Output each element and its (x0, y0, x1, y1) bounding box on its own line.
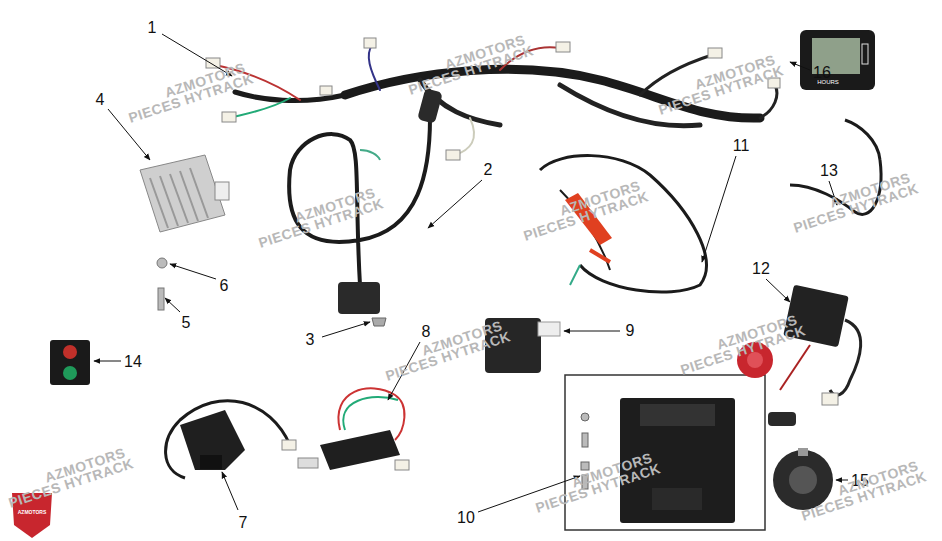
battery-kit (565, 375, 765, 530)
callout-number: 1 (148, 20, 157, 36)
logo-text: AZMOTORS (18, 510, 47, 515)
regulator-rectifier (140, 155, 229, 232)
callout-number: 5 (182, 315, 191, 331)
alarm-kit (737, 285, 861, 426)
callout-number: 9 (626, 323, 635, 339)
callout-number: 7 (239, 515, 248, 531)
hour-meter (800, 30, 875, 90)
leader-lines (94, 34, 848, 512)
handlebar-switch (166, 401, 296, 478)
callout-number: 14 (124, 354, 142, 370)
callout-number: 3 (306, 332, 315, 348)
callout-number: 2 (484, 162, 493, 178)
callout-number: 12 (752, 261, 770, 277)
bolt (158, 288, 164, 310)
nut (372, 318, 386, 326)
callout-number: 16 (813, 65, 831, 81)
callout-number: 6 (220, 278, 229, 294)
indicator-panel (50, 340, 90, 385)
callout-number: 4 (96, 92, 105, 108)
callout-number: 8 (422, 324, 431, 340)
callout-number: 13 (820, 163, 838, 179)
nut (157, 258, 167, 268)
meter-legend: HOURS (817, 79, 839, 85)
callout-number: 11 (733, 138, 750, 154)
ignition-switch (298, 388, 409, 470)
callout-number: 10 (457, 510, 475, 526)
